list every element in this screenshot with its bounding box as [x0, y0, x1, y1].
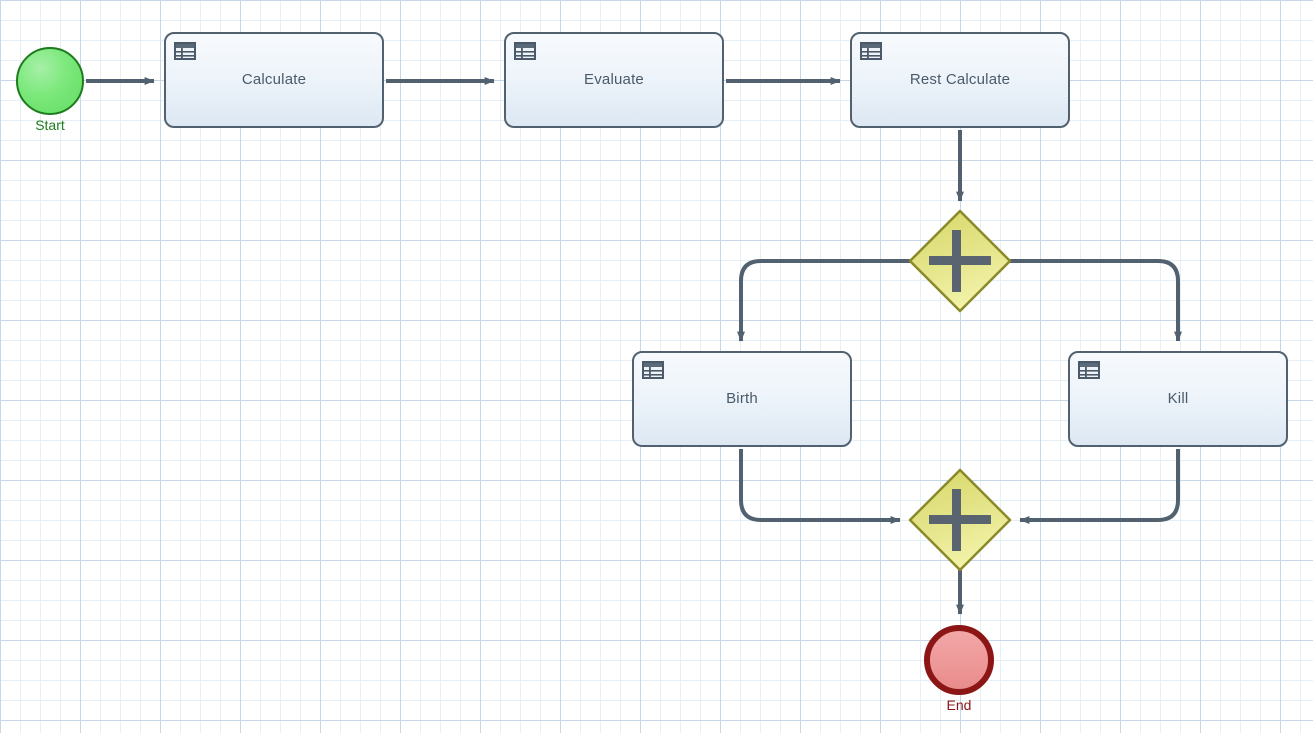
business-rule-table-icon: [174, 42, 196, 60]
edge-split-to-kill: [1010, 259, 1182, 342]
plus-icon: [929, 489, 991, 551]
edge-kill-to-join: [1019, 449, 1180, 524]
gateway-split-diamond[interactable]: [908, 209, 1012, 313]
task-evaluate[interactable]: Evaluate: [504, 32, 724, 128]
gateway-join[interactable]: [908, 468, 1012, 572]
task-rest-calculate[interactable]: Rest Calculate: [850, 32, 1070, 128]
task-label: Evaluate: [584, 71, 644, 88]
business-rule-table-icon: [514, 42, 536, 60]
start-event[interactable]: [16, 47, 84, 115]
business-rule-table-icon: [642, 361, 664, 379]
business-rule-table-icon: [1078, 361, 1100, 379]
task-label: Kill: [1167, 390, 1189, 407]
end-event-label: End: [946, 697, 972, 713]
plus-icon: [929, 230, 991, 292]
task-birth[interactable]: Birth: [632, 351, 852, 447]
task-label: Calculate: [241, 71, 307, 88]
edge-birth-to-join: [739, 449, 901, 524]
gateway-join-diamond[interactable]: [908, 468, 1012, 572]
end-event[interactable]: [924, 625, 994, 695]
task-label: Birth: [726, 390, 758, 407]
business-rule-table-icon: [860, 42, 882, 60]
task-calculate[interactable]: Calculate: [164, 32, 384, 128]
edge-split-to-birth: [737, 259, 910, 342]
task-kill[interactable]: Kill: [1068, 351, 1288, 447]
task-label: Rest Calculate: [909, 71, 1011, 88]
gateway-split[interactable]: [908, 209, 1012, 313]
start-event-label: Start: [35, 117, 65, 133]
